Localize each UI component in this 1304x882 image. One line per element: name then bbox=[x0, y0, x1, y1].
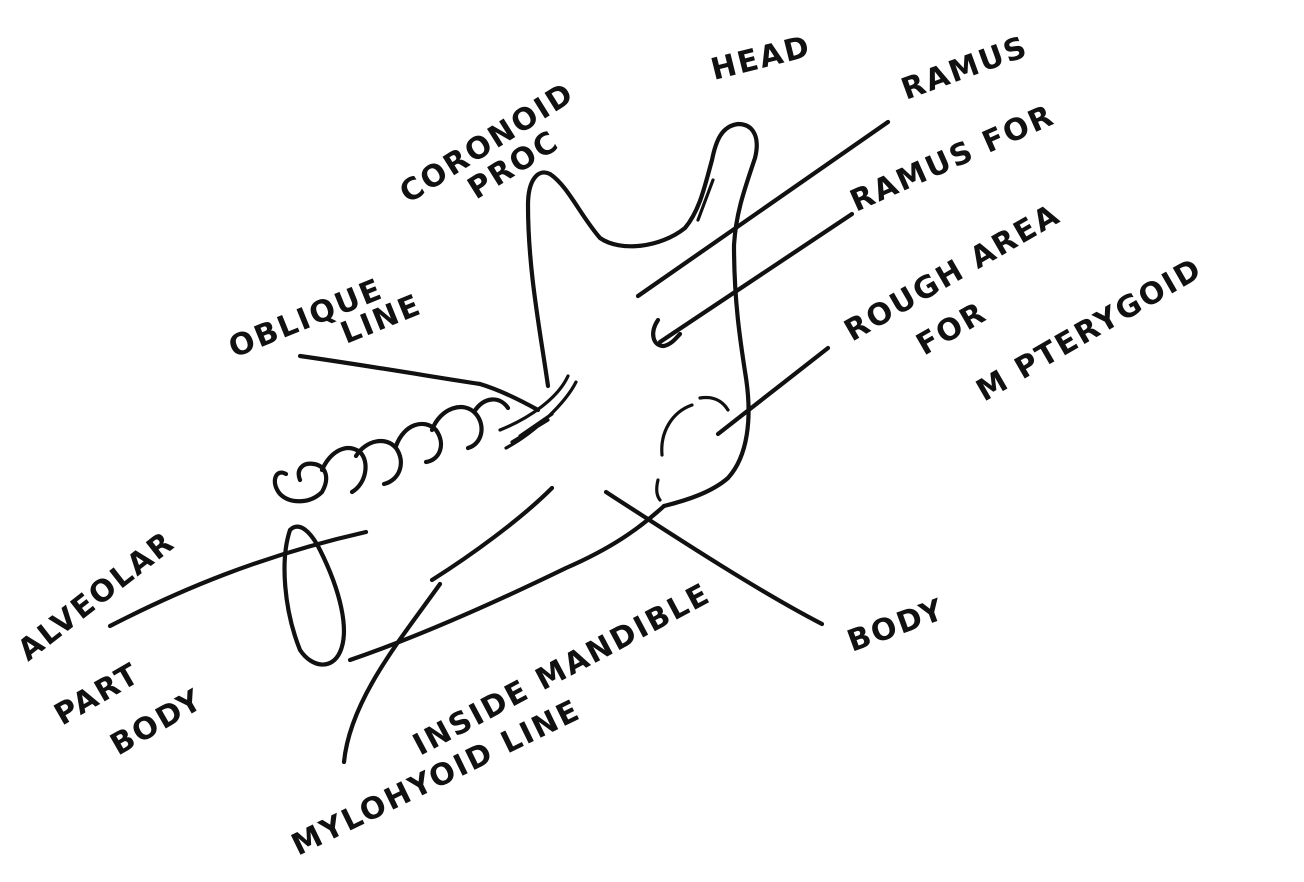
label-head: HEAD bbox=[707, 29, 814, 88]
label-ramus-for: RAMUS FOR bbox=[845, 98, 1060, 219]
pointer-ramus-for bbox=[660, 214, 852, 342]
teeth-sockets bbox=[275, 399, 508, 501]
pointer-rough-area bbox=[718, 348, 828, 434]
pointer-ramus bbox=[638, 122, 888, 296]
mandible-outline bbox=[528, 124, 757, 506]
symphysis-outline bbox=[285, 527, 344, 665]
label-rough-area-line3: M PTERYGOID bbox=[971, 251, 1209, 409]
label-ramus: RAMUS bbox=[897, 29, 1033, 107]
label-body: BODY bbox=[843, 592, 950, 659]
label-alveolar: ALVEOLAR bbox=[11, 524, 181, 668]
body-inner-line bbox=[432, 488, 552, 580]
